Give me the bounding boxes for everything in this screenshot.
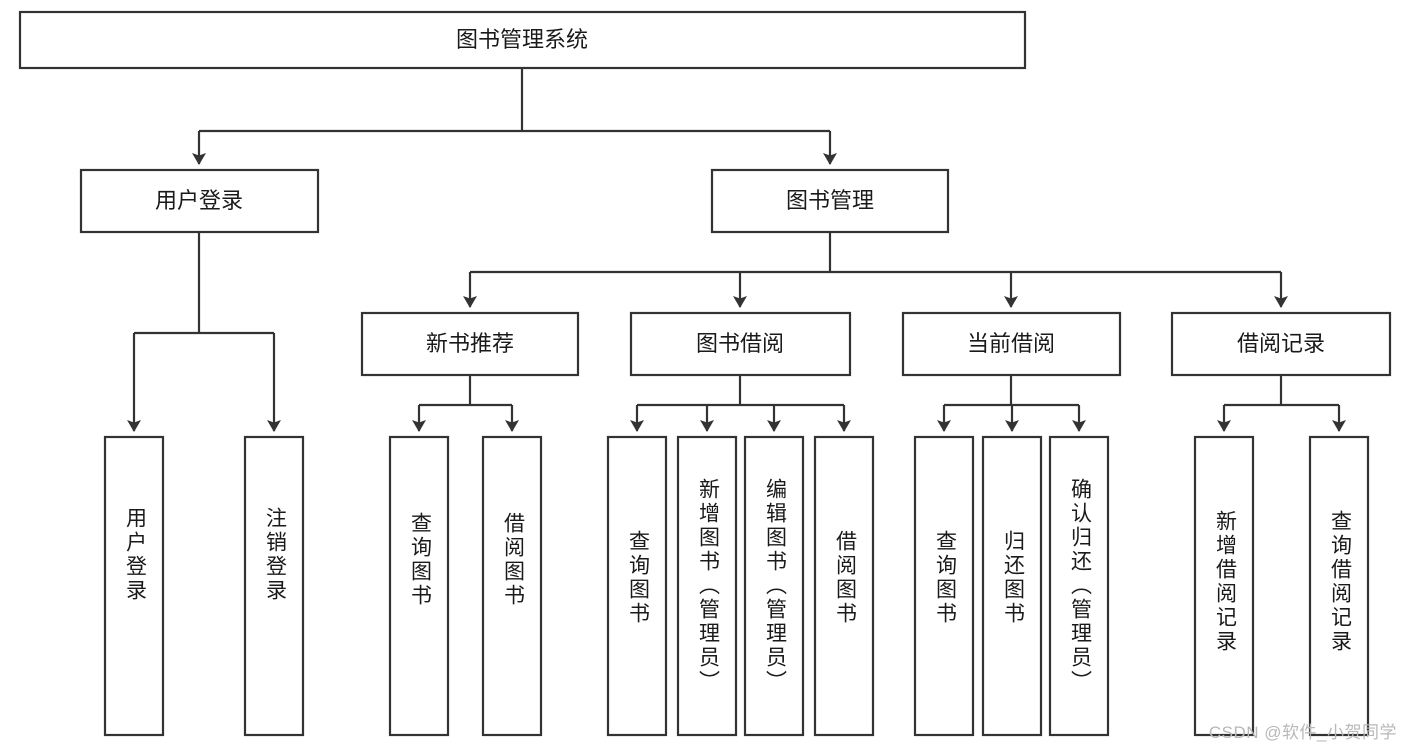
- leaf-current-borrow-1-label: 查询图书: [933, 530, 957, 626]
- leaf-borrow-record-2-label: 查询借阅记录: [1328, 510, 1352, 654]
- leaf-borrow-record-2[interactable]: 查询借阅记录: [1308, 435, 1370, 737]
- leaf-book-borrow-3[interactable]: 编辑图书（管理员）: [743, 435, 805, 737]
- leaf-current-borrow-2[interactable]: 归还图书: [981, 435, 1043, 737]
- node-borrow-record-label: 借阅记录: [1237, 331, 1325, 356]
- leaf-current-borrow-3[interactable]: 确认归还（管理员）: [1048, 435, 1110, 737]
- leaf-user-login-2-box[interactable]: [243, 435, 305, 737]
- leaf-book-borrow-2[interactable]: 新增图书（管理员）: [676, 435, 738, 737]
- connector-group-borrow-record: [1217, 375, 1346, 432]
- connector-group-book-manage: [463, 232, 1288, 308]
- leaf-new-book-1-label: 查询图书: [408, 512, 432, 608]
- node-book-manage-label: 图书管理: [786, 188, 874, 213]
- node-user-login[interactable]: 用户登录: [79, 168, 320, 234]
- leaf-current-borrow-2-label: 归还图书: [1001, 530, 1025, 626]
- leaf-user-login-2[interactable]: 注销登录: [243, 435, 305, 737]
- node-root-box[interactable]: [18, 10, 1027, 70]
- leaf-book-borrow-4-box[interactable]: [813, 435, 875, 737]
- node-new-book-recommend[interactable]: 新书推荐: [360, 311, 580, 377]
- connector-group-book-borrow: [630, 375, 851, 432]
- node-book-borrow-label: 图书借阅: [696, 331, 784, 356]
- node-user-login-box[interactable]: [79, 168, 320, 234]
- node-current-borrow-label: 当前借阅: [967, 331, 1055, 356]
- leaf-book-borrow-4-label: 借阅图书: [833, 530, 857, 626]
- node-borrow-record[interactable]: 借阅记录: [1170, 311, 1392, 377]
- leaf-book-borrow-1-label: 查询图书: [626, 530, 650, 626]
- connector-group-root: [192, 68, 837, 165]
- connector-group-user-login: [127, 232, 281, 432]
- node-root[interactable]: 图书管理系统: [18, 10, 1027, 70]
- leaf-user-login-1[interactable]: 用户登录: [103, 435, 165, 737]
- leaf-current-borrow-1-box[interactable]: [913, 435, 975, 737]
- node-book-manage-box[interactable]: [710, 168, 950, 234]
- leaf-new-book-1[interactable]: 查询图书: [388, 435, 450, 737]
- leaf-borrow-record-1[interactable]: 新增借阅记录: [1193, 435, 1255, 737]
- node-new-book-recommend-label: 新书推荐: [426, 331, 514, 356]
- leaf-book-borrow-3-box[interactable]: [743, 435, 805, 737]
- node-borrow-record-box[interactable]: [1170, 311, 1392, 377]
- leaf-book-borrow-2-label: 新增图书（管理员）: [696, 478, 720, 694]
- leaf-new-book-2[interactable]: 借阅图书: [481, 435, 543, 737]
- leaf-book-borrow-1-box[interactable]: [606, 435, 668, 737]
- leaf-current-borrow-3-label: 确认归还（管理员）: [1068, 478, 1092, 694]
- connector-group-current-borrow: [937, 375, 1086, 432]
- node-user-login-label: 用户登录: [155, 188, 243, 213]
- leaf-book-borrow-3-label: 编辑图书（管理员）: [763, 478, 787, 694]
- leaf-borrow-record-1-label: 新增借阅记录: [1213, 510, 1237, 654]
- node-book-manage[interactable]: 图书管理: [710, 168, 950, 234]
- node-root-label: 图书管理系统: [456, 27, 588, 52]
- leaf-current-borrow-3-box[interactable]: [1048, 435, 1110, 737]
- leaf-user-login-1-box[interactable]: [103, 435, 165, 737]
- leaf-borrow-record-2-box[interactable]: [1308, 435, 1370, 737]
- leaf-book-borrow-4[interactable]: 借阅图书: [813, 435, 875, 737]
- node-current-borrow-box[interactable]: [901, 311, 1122, 377]
- leaf-book-borrow-2-box[interactable]: [676, 435, 738, 737]
- leaf-book-borrow-1[interactable]: 查询图书: [606, 435, 668, 737]
- node-book-borrow-box[interactable]: [629, 311, 852, 377]
- leaf-new-book-2-label: 借阅图书: [501, 512, 525, 608]
- node-book-borrow[interactable]: 图书借阅: [629, 311, 852, 377]
- leaf-user-login-2-label: 注销登录: [263, 507, 287, 603]
- node-current-borrow[interactable]: 当前借阅: [901, 311, 1122, 377]
- node-new-book-recommend-box[interactable]: [360, 311, 580, 377]
- leaf-current-borrow-1[interactable]: 查询图书: [913, 435, 975, 737]
- connector-group-new-book: [412, 375, 519, 432]
- leaf-user-login-1-label: 用户登录: [123, 507, 147, 603]
- leaf-borrow-record-1-box[interactable]: [1193, 435, 1255, 737]
- leaf-new-book-1-box[interactable]: [388, 435, 450, 737]
- leaf-new-book-2-box[interactable]: [481, 435, 543, 737]
- leaf-current-borrow-2-box[interactable]: [981, 435, 1043, 737]
